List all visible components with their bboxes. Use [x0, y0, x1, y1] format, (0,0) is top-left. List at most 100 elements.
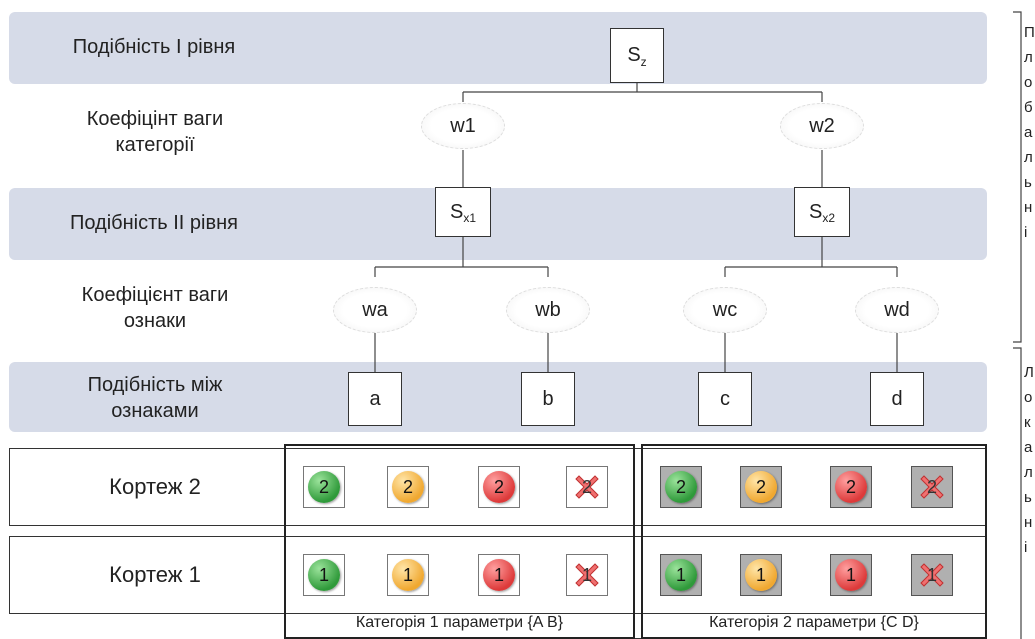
node-wa: wa [333, 287, 417, 333]
node-a: a [348, 372, 402, 426]
cell-r1-c7-value: 1 [845, 564, 856, 585]
local-letter: і [1024, 539, 1028, 556]
local-letter: а [1024, 439, 1033, 456]
cell-r1-c6: 1 [740, 554, 782, 596]
band-feature-similarity [9, 362, 987, 432]
cell-r2-c4-value: 2 [581, 476, 592, 497]
cell-r2-c4: 2 [566, 466, 608, 508]
node-d: d [870, 372, 924, 426]
local-letter: ь [1024, 489, 1032, 506]
node-wc-label: wc [712, 298, 738, 321]
local-letter: н [1024, 514, 1033, 531]
node-sx1-sub: x1 [463, 211, 477, 225]
global-letter: а [1024, 124, 1033, 141]
node-sx1-main: S [449, 200, 464, 223]
tuple-row-2-label: Кортеж 2 [109, 474, 201, 499]
cell-r2-c6: 2 [740, 466, 782, 508]
node-sx2-sub: x2 [822, 211, 836, 225]
label-category-weight: Коефіцінт ваги категорії [86, 108, 224, 156]
category-1-group [284, 444, 635, 639]
category-2-group [641, 444, 987, 639]
node-sz-sub: z [640, 54, 647, 69]
global-letter: л [1024, 49, 1033, 66]
red-x-icon: 2 [571, 471, 603, 503]
cell-r1-c2: 1 [387, 554, 429, 596]
node-wc: wc [683, 287, 767, 333]
global-letter: л [1024, 149, 1033, 166]
orange-circle-icon: 1 [745, 559, 777, 591]
red-circle-icon: 1 [483, 559, 515, 591]
label-feature-similarity: Подібність між ознаками [87, 374, 223, 422]
node-d-label: d [891, 387, 903, 410]
node-w2-label: w2 [809, 114, 835, 137]
cell-r2-c1: 2 [303, 466, 345, 508]
node-sz-main: S [627, 44, 641, 66]
global-letter: о [1024, 74, 1033, 91]
global-letter: П [1024, 24, 1035, 41]
node-sx2-main: S [808, 200, 823, 223]
cell-r2-c7: 2 [830, 466, 872, 508]
cell-r2-c5: 2 [660, 466, 702, 508]
red-x-icon: 1 [571, 559, 603, 591]
global-letter: б [1024, 99, 1033, 116]
cell-r2-c2-value: 2 [402, 476, 413, 497]
orange-circle-icon: 2 [392, 471, 424, 503]
cell-r2-c2: 2 [387, 466, 429, 508]
node-a-label: a [369, 387, 381, 410]
cell-r1-c8-value: 1 [926, 564, 937, 585]
tuple-row-1-label: Кортеж 1 [109, 562, 201, 587]
cell-r1-c7: 1 [830, 554, 872, 596]
global-letter: ь [1024, 174, 1032, 191]
node-c: c [698, 372, 752, 426]
cell-r1-c1-value: 1 [318, 564, 329, 585]
band-level1 [9, 12, 987, 84]
node-wd-label: wd [884, 298, 910, 321]
cell-r2-c3: 2 [478, 466, 520, 508]
cell-r1-c2-value: 1 [402, 564, 413, 585]
orange-circle-icon: 2 [745, 471, 777, 503]
node-c-label: c [720, 387, 730, 410]
red-x-icon: 1 [916, 559, 948, 591]
cell-r2-c5-value: 2 [675, 476, 686, 497]
red-x-icon: 2 [916, 471, 948, 503]
cell-r1-c8: 1 [911, 554, 953, 596]
node-b: b [521, 372, 575, 426]
local-letter: л [1024, 464, 1033, 481]
cell-r1-c6-value: 1 [755, 564, 766, 585]
cell-r2-c7-value: 2 [845, 476, 856, 497]
label-level2: Подібність II рівня [70, 212, 238, 234]
node-wa-label: wa [362, 298, 388, 321]
cell-r2-c6-value: 2 [755, 476, 766, 497]
node-w1-label: w1 [450, 114, 476, 137]
label-level1: Подібність I рівня [72, 36, 236, 58]
node-wb-label: wb [535, 298, 561, 321]
label-feature-weight: Коефіцієнт ваги ознаки [81, 284, 229, 332]
node-wb: wb [506, 287, 590, 333]
cell-r2-c8-value: 2 [926, 476, 937, 497]
node-wd: wd [855, 287, 939, 333]
caption-category-1: Категорія 1 параметри {A B} [355, 614, 564, 631]
cell-r1-c3: 1 [478, 554, 520, 596]
green-circle-icon: 1 [665, 559, 697, 591]
orange-circle-icon: 1 [392, 559, 424, 591]
cell-r2-c1-value: 2 [318, 476, 329, 497]
local-letter: к [1024, 414, 1031, 431]
caption-category-2: Категорія 2 параметри {C D} [709, 614, 919, 631]
node-w1: w1 [421, 103, 505, 149]
red-circle-icon: 2 [483, 471, 515, 503]
cell-r1-c4: 1 [566, 554, 608, 596]
local-letter: Л [1024, 364, 1034, 381]
red-circle-icon: 1 [835, 559, 867, 591]
cell-r1-c1: 1 [303, 554, 345, 596]
red-circle-icon: 2 [835, 471, 867, 503]
global-letter: і [1024, 224, 1028, 241]
cell-r1-c3-value: 1 [493, 564, 504, 585]
local-letter: о [1024, 389, 1033, 406]
cell-r1-c4-value: 1 [581, 564, 592, 585]
green-circle-icon: 2 [308, 471, 340, 503]
